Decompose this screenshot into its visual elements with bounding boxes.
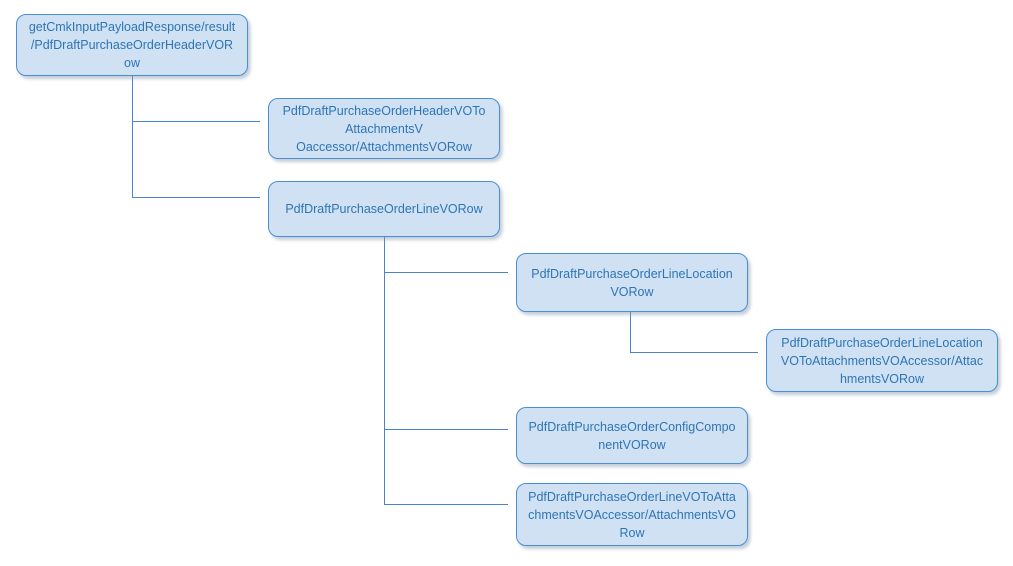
connector-line-children-vertical: [384, 237, 385, 505]
connector-root-to-header-attachments: [132, 121, 260, 122]
tree-node-line-location-attachments-label: PdfDraftPurchaseOrderLineLocationVOToAtt…: [780, 335, 984, 386]
tree-node-line-attachments-label: PdfDraftPurchaseOrderLineVOToAttachments…: [528, 489, 736, 540]
tree-node-line[interactable]: PdfDraftPurchaseOrderLineVORow: [261, 172, 500, 237]
tree-node-line-attachments[interactable]: PdfDraftPurchaseOrderLineVOToAttachments…: [509, 474, 748, 546]
tree-node-line-location-label: PdfDraftPurchaseOrderLineLocationVORow: [531, 266, 733, 299]
tree-node-root[interactable]: getCmkInputPayloadResponse/result/PdfDra…: [16, 14, 248, 76]
tree-node-config-component[interactable]: PdfDraftPurchaseOrderConfigComponentVORo…: [509, 398, 748, 464]
tree-node-line-label: PdfDraftPurchaseOrderLineVORow: [285, 202, 483, 216]
tree-node-line-location[interactable]: PdfDraftPurchaseOrderLineLocationVORow: [509, 244, 748, 312]
tree-node-root-label: getCmkInputPayloadResponse/result/PdfDra…: [28, 20, 236, 70]
tree-node-header-attachments-label: PdfDraftPurchaseOrderHeaderVOToAttachmen…: [282, 103, 486, 154]
connector-line-to-line-attachments: [384, 504, 508, 505]
tree-node-config-component-label: PdfDraftPurchaseOrderConfigComponentVORo…: [528, 419, 736, 452]
tree-node-line-location-attachments[interactable]: PdfDraftPurchaseOrderLineLocationVOToAtt…: [759, 320, 998, 392]
connector-line-to-line-location: [384, 272, 508, 273]
connector-line-to-config-component: [384, 429, 508, 430]
tree-node-header-attachments[interactable]: PdfDraftPurchaseOrderHeaderVOToAttachmen…: [261, 89, 500, 159]
connector-root-children-vertical: [132, 76, 133, 198]
connector-root-to-line: [132, 197, 260, 198]
connector-line-location-to-attachments: [630, 352, 758, 353]
connector-line-location-child-vertical: [630, 312, 631, 353]
